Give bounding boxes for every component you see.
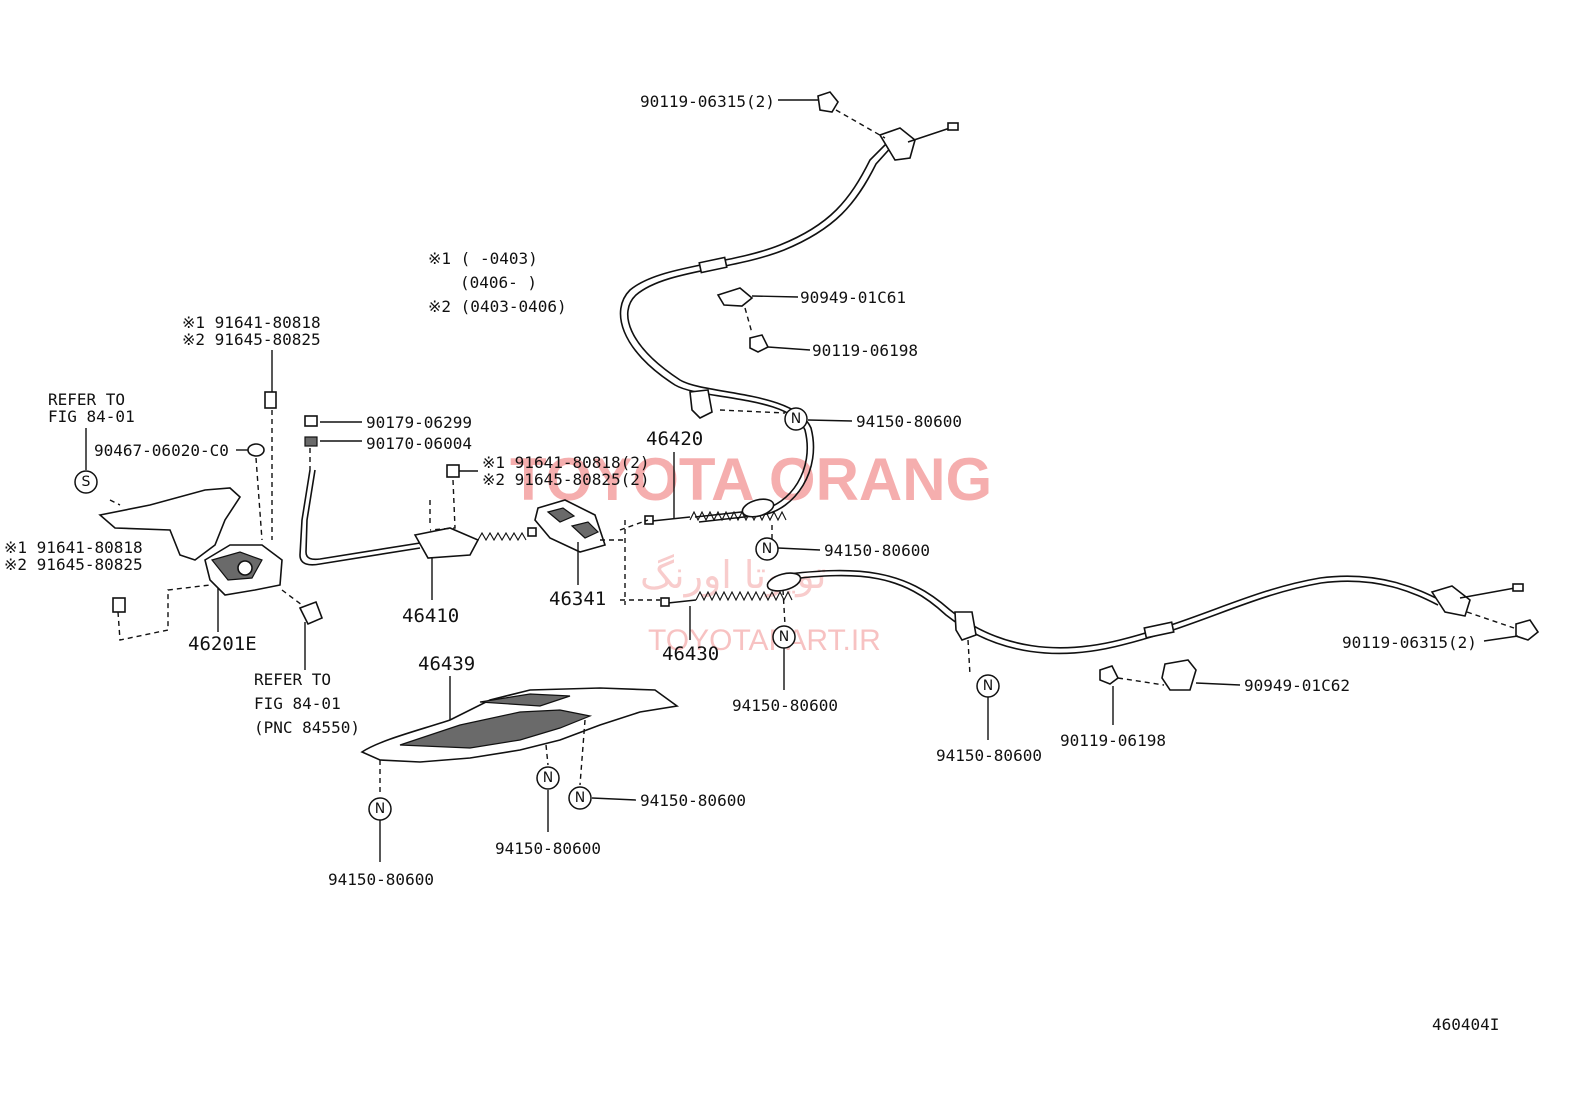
badge-n-c: N [772,625,796,649]
label-refer-bot-3: (PNC 84550) [254,718,360,737]
label-90119-06198-b: 90119-06198 [1060,731,1166,750]
diagram-code: 460404I [1432,1015,1499,1034]
label-bolt-left-1: ※1 91641-80818 [4,538,143,557]
svg-text:N: N [575,790,585,806]
nut-90179 [304,415,318,427]
label-94150-a: 94150-80600 [856,412,962,431]
bolt-90119-06198-a [749,334,770,353]
label-refer-bot-2: FIG 84-01 [254,694,341,713]
label-bolt-mid-2: ※2 91645-80825(2) [482,470,650,489]
connector-lines [109,109,1515,795]
bolt-left-lever [112,597,126,613]
cover-46439 [360,687,680,763]
cable-46430 [779,569,1524,655]
badge-n-b: N [755,537,779,561]
label-refer-bot-1: REFER TO [254,670,331,689]
cable-46410 [299,469,537,566]
label-46430: 46430 [662,643,719,665]
label-bolt-top-2: ※2 91645-80825 [182,330,321,349]
note-2: (0406- ) [460,273,537,292]
bracket-90949-01C62 [1161,659,1197,691]
badge-n-g: N [568,786,592,810]
svg-text:N: N [762,541,772,557]
watermark-url: TOYOTAPART.IR [648,624,881,657]
svg-text:N: N [543,770,553,786]
clip-90467 [247,443,265,457]
label-94150-f: 94150-80600 [495,839,601,858]
svg-text:N: N [791,411,801,427]
note-3: ※2 (0403-0406) [428,297,567,316]
svg-text:N: N [779,629,789,645]
label-bolt-left-2: ※2 91645-80825 [4,555,143,574]
label-94150-d: 94150-80600 [936,746,1042,765]
label-bolt-top-1: ※1 91641-80818 [182,313,321,332]
label-90119-06198-a: 90119-06198 [812,341,918,360]
label-refer-top-2: FIG 84-01 [48,407,135,426]
spring-46420 [644,498,787,525]
label-90119-06315-top: 90119-06315(2) [640,92,775,111]
badge-n-e: N [368,797,392,821]
label-46420: 46420 [646,428,703,450]
bolt-mid [446,464,460,478]
badge-n-a: N [784,407,808,431]
label-90119-06315-right: 90119-06315(2) [1342,633,1477,652]
svg-text:N: N [375,801,385,817]
label-refer-top-1: REFER TO [48,390,125,409]
label-90949-01C62: 90949-01C62 [1244,676,1350,695]
bolt-90119-top [817,91,839,113]
label-46341: 46341 [549,588,606,610]
bolt-top-lever [264,391,277,409]
label-94150-c: 94150-80600 [732,696,838,715]
label-90170: 90170-06004 [366,434,472,453]
label-94150-g: 94150-80600 [640,791,746,810]
label-90179: 90179-06299 [366,413,472,432]
label-bolt-mid-1: ※1 91641-80818(2) [482,453,650,472]
label-94150-e: 94150-80600 [328,870,434,889]
badge-n-d: N [976,674,1000,698]
badge-n-f: N [536,766,560,790]
label-90949-01C61: 90949-01C61 [800,288,906,307]
label-46410: 46410 [402,605,459,627]
lever-46201E [98,487,324,626]
equalizer-46341 [534,499,607,553]
label-46201E: 46201E [188,633,257,655]
bracket-90949-01C61 [716,287,754,307]
label-94150-b: 94150-80600 [824,541,930,560]
label-90467: 90467-06020-C0 [94,441,229,460]
cable-46420 [619,122,959,523]
bolt-90119-06198-b [1099,665,1120,685]
svg-text:N: N [983,678,993,694]
leader-lines [85,99,1519,862]
bolt-90119-right [1515,619,1540,641]
spring-46430 [660,572,802,607]
label-46439: 46439 [418,653,475,675]
washer-90170 [304,436,318,447]
badge-s: S [74,470,98,494]
note-1: ※1 ( -0403) [428,249,538,268]
svg-text:S: S [82,474,91,490]
